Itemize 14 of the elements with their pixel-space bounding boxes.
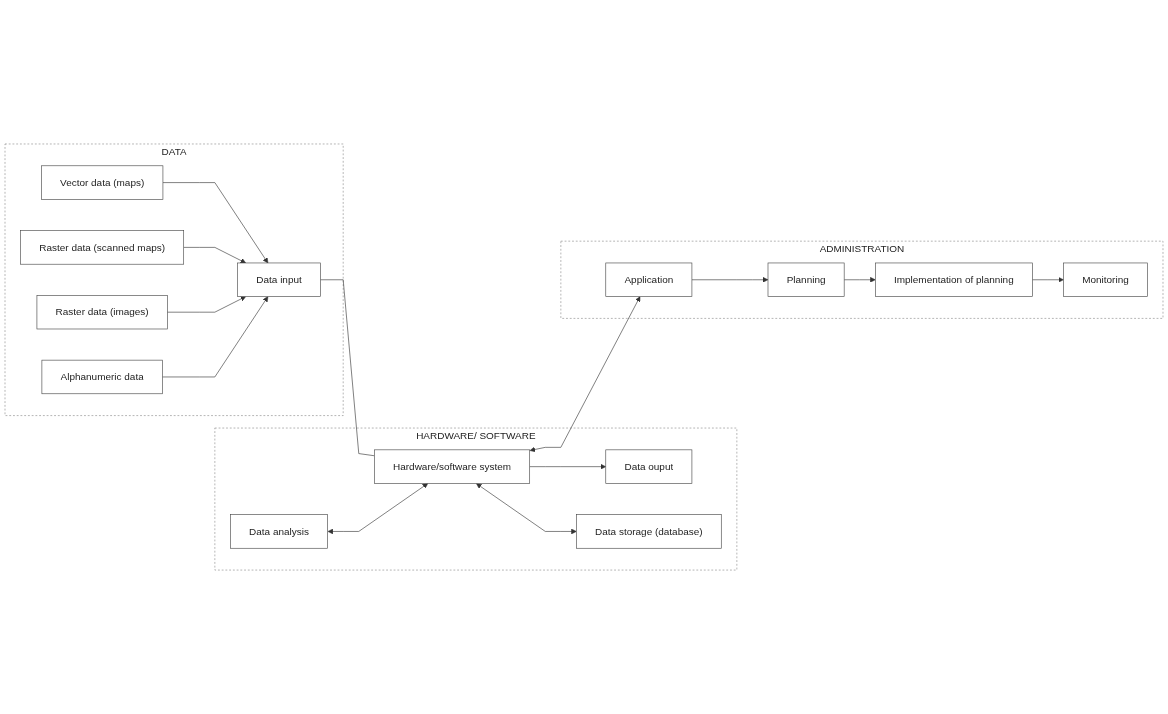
node-box: Data input bbox=[237, 262, 321, 297]
node-box: Data ouput bbox=[605, 449, 693, 484]
node-box: Data storage (database) bbox=[576, 514, 722, 549]
node-box: Alphanumeric data bbox=[41, 359, 163, 395]
connector bbox=[320, 279, 375, 457]
node-box: Implementation of planning bbox=[875, 262, 1033, 297]
node-box: Data analysis bbox=[230, 514, 328, 549]
node-box: Hardware/software system bbox=[374, 449, 530, 484]
node-box: Raster data (scanned maps) bbox=[20, 230, 184, 265]
node-box: Monitoring bbox=[1063, 262, 1148, 297]
node-box: Planning bbox=[767, 262, 845, 297]
node-box: Vector data (maps) bbox=[41, 165, 164, 200]
node-box: Raster data (images) bbox=[36, 295, 168, 330]
node-box: Application bbox=[605, 262, 693, 297]
